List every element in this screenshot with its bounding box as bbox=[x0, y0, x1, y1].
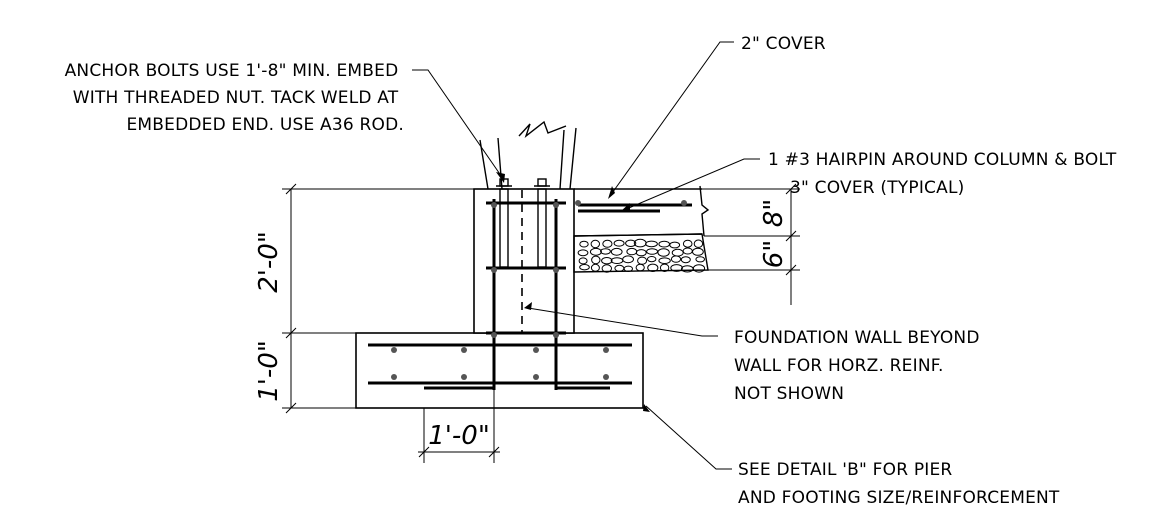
dim-pier-height: 2'-0" bbox=[254, 231, 284, 293]
rebar-dot bbox=[533, 374, 539, 380]
dimension-lines bbox=[282, 183, 800, 463]
rebar-dot bbox=[491, 267, 497, 273]
note-detail-b: SEE DETAIL 'B" FOR PIER AND FOOTING SIZE… bbox=[738, 460, 1060, 508]
rebar-dot bbox=[553, 202, 559, 208]
steel-column bbox=[479, 120, 577, 190]
pier bbox=[473, 188, 575, 334]
rebar-dot bbox=[533, 347, 539, 353]
rebar-dot bbox=[603, 374, 609, 380]
footing-rebar bbox=[368, 343, 632, 390]
dim-gravel-thickness: 6" bbox=[759, 240, 789, 269]
slab-break-line bbox=[699, 185, 710, 237]
rebar-dot bbox=[681, 200, 687, 206]
rebar-dot bbox=[491, 332, 497, 338]
rebar-dot bbox=[603, 347, 609, 353]
rebar-dot bbox=[553, 332, 559, 338]
gravel-bed bbox=[573, 233, 709, 273]
dim-footing-height: 1'-0" bbox=[254, 340, 284, 402]
pier-rebar bbox=[486, 199, 566, 390]
note-foundation-wall: FOUNDATION WALL BEYOND WALL FOR HORZ. RE… bbox=[734, 328, 985, 404]
rebar-dot bbox=[491, 202, 497, 208]
rebar-dot bbox=[553, 267, 559, 273]
rebar-dot bbox=[461, 347, 467, 353]
slab-rebar bbox=[578, 203, 692, 213]
rebar-dots bbox=[391, 200, 687, 380]
note-anchor-bolts: ANCHOR BOLTS USE 1'-8" MIN. EMBED WITH T… bbox=[65, 61, 404, 135]
rebar-dot bbox=[391, 374, 397, 380]
note-2in-cover: 2" COVER bbox=[741, 34, 826, 54]
leader-arrowheads bbox=[496, 172, 650, 412]
rebar-dot bbox=[391, 347, 397, 353]
note-hairpin: 1 #3 HAIRPIN AROUND COLUMN & BOLT 3" COV… bbox=[768, 150, 1122, 198]
rebar-dot bbox=[575, 200, 581, 206]
rebar-dot bbox=[461, 374, 467, 380]
dim-footing-offset: 1'-0" bbox=[428, 421, 490, 451]
leader-lines bbox=[412, 41, 760, 470]
dim-slab-thickness: 8" bbox=[759, 199, 789, 228]
